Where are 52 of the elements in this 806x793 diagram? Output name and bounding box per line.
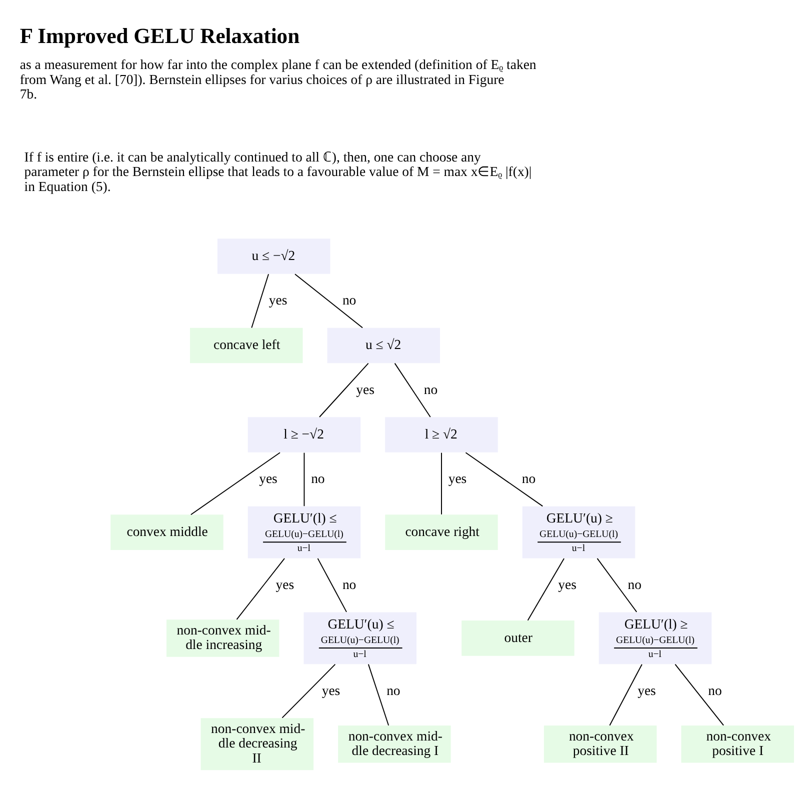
edge-label: yes bbox=[638, 682, 656, 698]
label: If f is entire (i.e. it can be analytically continued to all ℂ), then, one can choose any parameter ρ for the Bernstein ellipse that leads to a favourable value of M = max x∈Eᵨ |f(x)| in Equation (5). bbox=[24, 149, 532, 194]
edge-label: yes bbox=[448, 470, 467, 486]
node-box: non-convex positive II bbox=[544, 725, 657, 763]
node-box: concave left bbox=[190, 328, 303, 364]
edge-label: yes bbox=[259, 470, 278, 486]
connector bbox=[304, 452, 305, 507]
node-box: non-convex mid-dle decreasing II bbox=[200, 718, 314, 770]
connector bbox=[317, 558, 347, 612]
connector bbox=[441, 452, 442, 515]
node-box: non-convex mid-dle increasing bbox=[166, 620, 280, 657]
connector bbox=[236, 558, 285, 620]
node-box: concave right bbox=[385, 514, 498, 550]
node-box: u ≤ −√2 bbox=[217, 238, 330, 274]
node-box: GELU′(u) ≥ GELU(u)−GELU(l) u−l bbox=[522, 506, 636, 558]
connector bbox=[394, 362, 431, 418]
node-box: non-convex mid-dle decreasing I bbox=[338, 725, 451, 763]
node-box: l ≥ √2 bbox=[385, 417, 498, 452]
edge-label: yes bbox=[356, 382, 374, 397]
connector bbox=[319, 362, 369, 418]
node-box: convex middle bbox=[110, 514, 224, 550]
connector bbox=[294, 274, 364, 328]
label: as a measurement for how far into the complex plane f can be extended (definition of Eᵨ taken from Wang et al. [70]). Bernstein ellipses for varius choices of ρ are illustrated in Figure 7b. bbox=[20, 57, 536, 102]
edge-label: no bbox=[342, 292, 356, 308]
connector bbox=[596, 558, 638, 612]
connector bbox=[527, 558, 565, 621]
edge-label: yes bbox=[276, 576, 294, 592]
edge-label: no bbox=[386, 682, 400, 698]
edge-label: yes bbox=[322, 682, 340, 698]
connector bbox=[674, 664, 724, 726]
edge-label: no bbox=[522, 470, 536, 486]
connector bbox=[368, 664, 390, 726]
edge-label: no bbox=[424, 382, 438, 397]
edge-label: no bbox=[628, 576, 642, 592]
node-box: GELU′(l) ≤ GELU(u)−GELU(l) u−l bbox=[248, 506, 361, 558]
node-box: non-convex positive I bbox=[681, 725, 794, 763]
node-box: outer bbox=[462, 620, 574, 656]
node-box: GELU′(u) ≤ GELU(u)−GELU(l) u−l bbox=[304, 612, 416, 664]
edge-label: no bbox=[708, 682, 722, 698]
connector bbox=[282, 664, 336, 718]
edge-label: no bbox=[342, 576, 356, 592]
node-box: u ≤ √2 bbox=[327, 328, 440, 364]
connector bbox=[465, 452, 544, 507]
diagram-title: F Improved GELU Relaxation bbox=[20, 24, 300, 48]
connector bbox=[190, 452, 280, 516]
edge-label: yes bbox=[268, 292, 288, 308]
node-box: l ≥ −√2 bbox=[248, 417, 361, 452]
node-box: GELU′(l) ≥ GELU(u)−GELU(l) u−l bbox=[598, 612, 712, 664]
edge-label: yes bbox=[558, 576, 576, 592]
edge-label: no bbox=[311, 470, 325, 486]
connector bbox=[609, 664, 642, 726]
connector bbox=[251, 274, 269, 328]
